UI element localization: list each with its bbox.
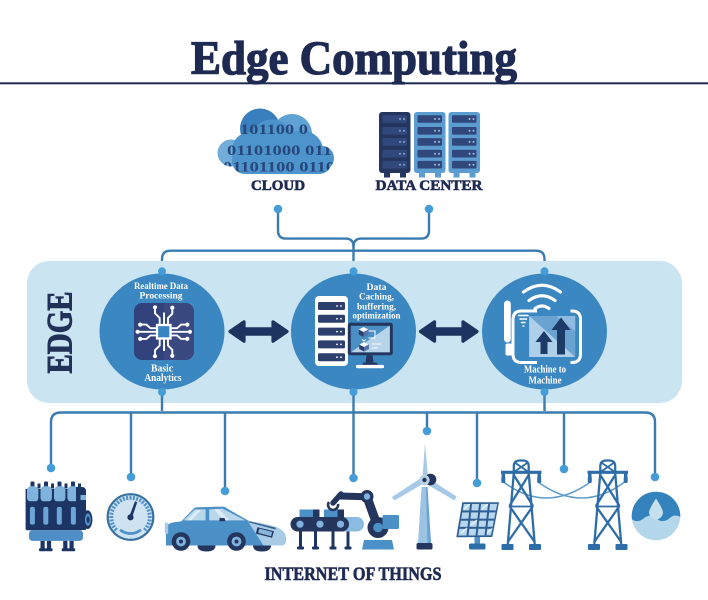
svg-text:CLOUD: CLOUD: [251, 178, 305, 194]
svg-text:Analytics: Analytics: [145, 373, 182, 384]
svg-text:01101100 0110: 01101100 0110: [223, 160, 335, 176]
svg-text:EDGE: EDGE: [40, 292, 80, 374]
svg-text:DATA CENTER: DATA CENTER: [376, 178, 484, 194]
svg-text:Caching,: Caching,: [359, 293, 395, 303]
svg-text:INTERNET OF THINGS: INTERNET OF THINGS: [265, 565, 442, 585]
svg-text:optimization: optimization: [353, 312, 402, 322]
svg-text:Realtime Data: Realtime Data: [134, 282, 188, 292]
svg-text:Processing: Processing: [140, 292, 183, 302]
svg-text:Data: Data: [367, 283, 387, 293]
svg-text:Edge Computing: Edge Computing: [191, 32, 517, 85]
svg-text:01101000 011: 01101000 011: [227, 143, 332, 159]
svg-text:101100 0: 101100 0: [240, 122, 308, 138]
svg-text:Machine: Machine: [529, 376, 562, 387]
svg-text:buffering,: buffering,: [357, 303, 397, 313]
svg-text:Basic: Basic: [151, 364, 174, 375]
svg-text:Machine to: Machine to: [524, 365, 566, 376]
